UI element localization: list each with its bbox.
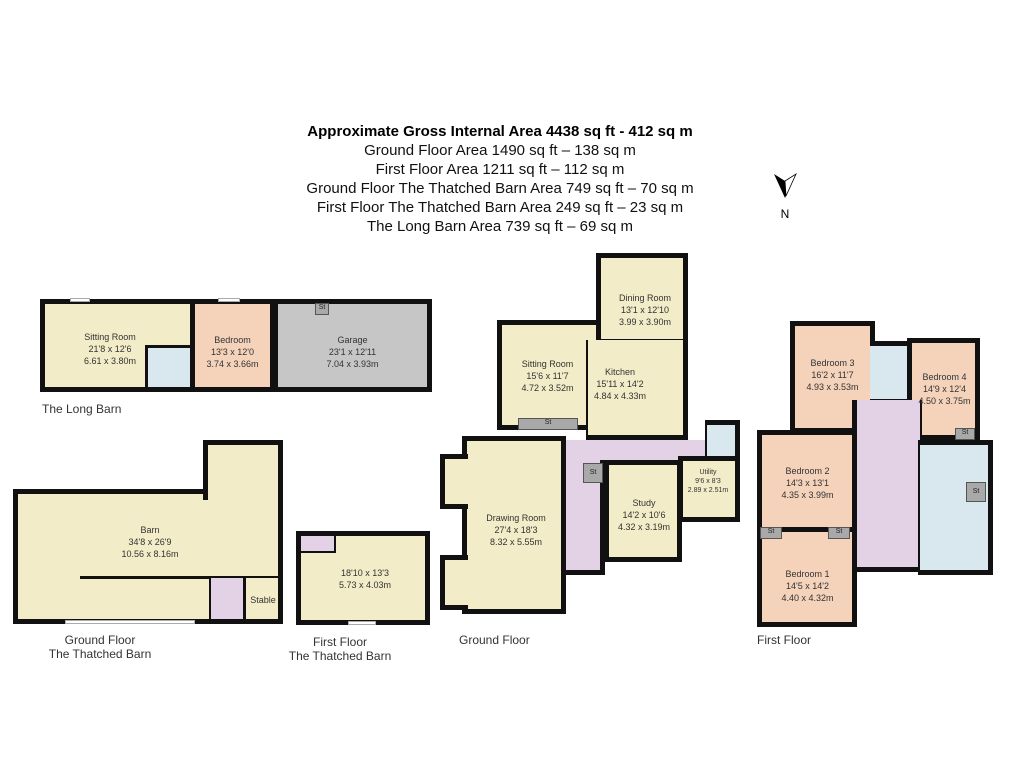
bedroom-1-store-left: St [760,527,782,539]
thatched-barn-first-caption: First Floor The Thatched Barn [288,635,392,663]
compass: N [772,172,798,221]
thatched-barn-ground-area: Ground Floor The Thatched Barn Area 749 … [306,180,694,197]
room-label-kitchen: Kitchen 15'11 x 14'2 4.84 x 4.33m [593,367,647,401]
room-label-bedroom-4: Bedroom 4 14'9 x 12'4 4.50 x 3.75m [918,372,971,406]
sitting-room [497,320,601,430]
window [348,621,376,625]
garage-store: St [315,303,329,315]
room-label-bedroom-2: Bedroom 2 14'3 x 13'1 4.35 x 3.99m [781,466,834,500]
first-floor-landing [852,400,922,572]
thatched-barn-first-area: First Floor The Thatched Barn Area 249 s… [316,199,684,216]
kitchen [586,340,688,440]
drawing-room [462,436,566,614]
drawing-room-bay-bottom [440,555,468,610]
window [65,620,195,624]
room-label-sitting-room: Sitting Room 15'6 x 11'7 4.72 x 3.52m [521,359,574,393]
bedroom-4 [907,338,980,440]
long-barn-caption: The Long Barn [42,402,122,416]
ground-floor-caption: Ground Floor [459,633,530,647]
loft-stairs [301,536,336,553]
window [218,298,240,302]
room-label-drawing-room: Drawing Room 27'4 x 18'3 8.32 x 5.55m [486,513,546,547]
dining-room [596,253,688,344]
room-label-stable: Stable [250,595,276,605]
barn-stable [244,576,283,624]
sitting-room-store: St [518,418,578,430]
first-floor-caption: First Floor [757,633,811,647]
north-label: N [780,207,790,221]
gross-area-title: Approximate Gross Internal Area 4438 sq … [307,123,693,140]
ensuite-3-4 [870,341,910,401]
north-arrow-icon [774,172,797,198]
barn-partition [80,576,280,579]
drawing-room-bay-top [440,454,468,509]
area-summary: Approximate Gross Internal Area 4438 sq … [240,122,760,236]
room-label-utility: Utility 9'6 x 8'3 2.89 x 2.51m [687,469,729,494]
room-label-loft: 18'10 x 13'3 5.73 x 4.03m [338,568,392,590]
under-stair-store: St [583,463,603,483]
room-label-garage: Garage 23'1 x 12'11 7.04 x 3.93m [326,335,379,369]
long-barn-garage [273,299,432,392]
bedroom-1-store-right: St [828,527,850,539]
bedroom-2 [757,430,857,530]
room-label-dining-room: Dining Room 13'1 x 12'10 3.99 x 3.90m [618,293,672,327]
room-label-study: Study 14'2 x 10'6 4.32 x 3.19m [617,498,671,532]
utility [678,456,740,522]
window [70,298,90,302]
thatched-barn-ground-caption: Ground Floor The Thatched Barn [48,633,152,661]
barn-join [208,489,278,501]
family-bathroom [918,440,993,575]
first-floor-area: First Floor Area 1211 sq ft – 112 sq m [375,161,625,178]
room-label-bedroom-3: Bedroom 3 16'2 x 11'7 4.93 x 3.53m [806,358,859,392]
room-label-bedroom-1: Bedroom 1 14'5 x 14'2 4.40 x 4.32m [781,569,834,603]
bathroom-store: St [966,482,986,502]
bedroom-1 [757,527,857,627]
barn-stair-hall [209,576,245,624]
ground-floor-area: Ground Floor Area 1490 sq ft – 138 sq m [364,142,636,159]
long-barn-area: The Long Barn Area 739 sq ft – 69 sq m [366,218,633,235]
ground-wc [705,420,740,458]
room-label-barn: Barn 34'8 x 26'9 10.56 x 8.16m [121,525,179,559]
room-label-sitting-room: Sitting Room 21'8 x 12'6 6.61 x 3.80m [83,332,137,366]
bedroom-4-store-right: St [955,428,975,440]
room-label-bedroom: Bedroom 13'3 x 12'0 3.74 x 3.66m [206,335,259,369]
